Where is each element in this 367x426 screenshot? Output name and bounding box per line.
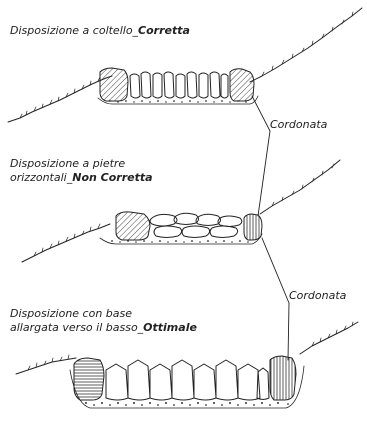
kerb-left-2 [116,212,150,240]
ground-grass-right-2 [272,164,334,206]
diagram-coltello [8,8,362,122]
leader-line-top-to-kerb-1 [252,96,270,131]
ground-grass-right-1 [262,12,353,76]
leader-line-top-to-kerb-2 [258,131,270,216]
kerb-left-1 [100,68,128,101]
leader-line-bottom-to-kerb-3 [288,303,289,360]
stones-coltello [130,72,228,98]
ground-line-right-3 [300,322,358,354]
gravel-bed-1 [109,100,247,103]
gravel-bed-2 [111,240,249,243]
gravel-bed-3 [85,402,289,406]
kerb-right-3 [270,356,296,400]
ground-line-right-1 [250,8,362,82]
kerb-right-2 [244,214,262,240]
diagram-base-allargata [16,322,358,408]
ground-line-left-2 [22,224,110,262]
leader-line-bottom-to-kerb-2 [262,238,289,303]
diagram-orizzontali [22,160,340,262]
kerb-right-1 [230,69,254,101]
ground-line-left-3 [16,358,76,374]
stones-orizzontali [150,213,242,237]
kerb-left-3 [74,358,104,400]
stones-base-allargata [106,360,269,400]
ground-line-left-1 [8,76,112,122]
